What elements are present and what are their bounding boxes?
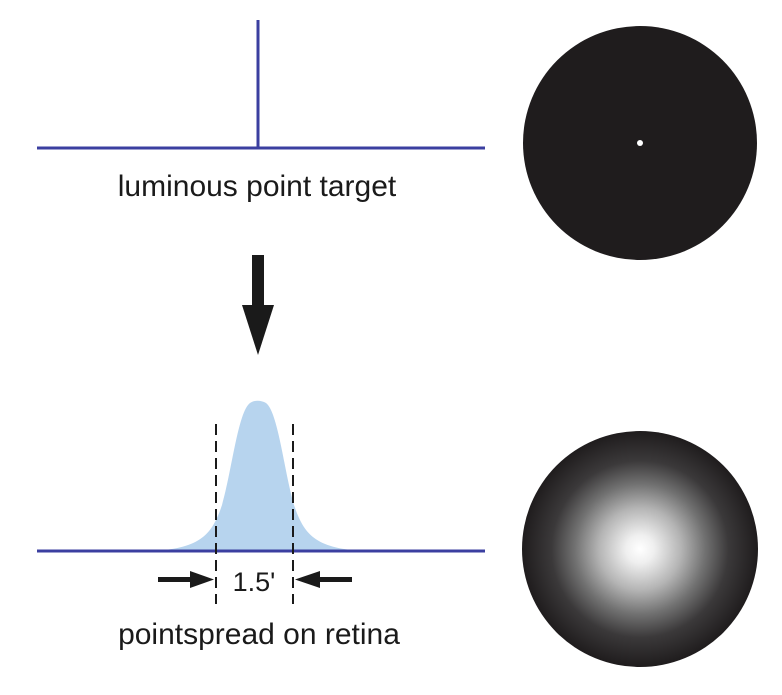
- left-pointing-arrow-icon: [295, 571, 352, 588]
- target-caption: luminous point target: [118, 170, 397, 203]
- pointspread-curve: [150, 400, 366, 551]
- point-target-panel: luminous point target: [37, 20, 485, 203]
- right-pointing-arrow-icon: [158, 571, 214, 588]
- point-source: [637, 140, 643, 146]
- pointspread-panel: 1.5' pointspread on retina: [37, 400, 485, 651]
- blurred-disc: [522, 431, 758, 667]
- blurred-spot: [522, 431, 758, 667]
- target-disc: [523, 26, 757, 260]
- pointspread-caption: pointspread on retina: [118, 618, 400, 651]
- down-arrow-icon: [242, 255, 274, 355]
- width-value-label: 1.5': [233, 567, 276, 597]
